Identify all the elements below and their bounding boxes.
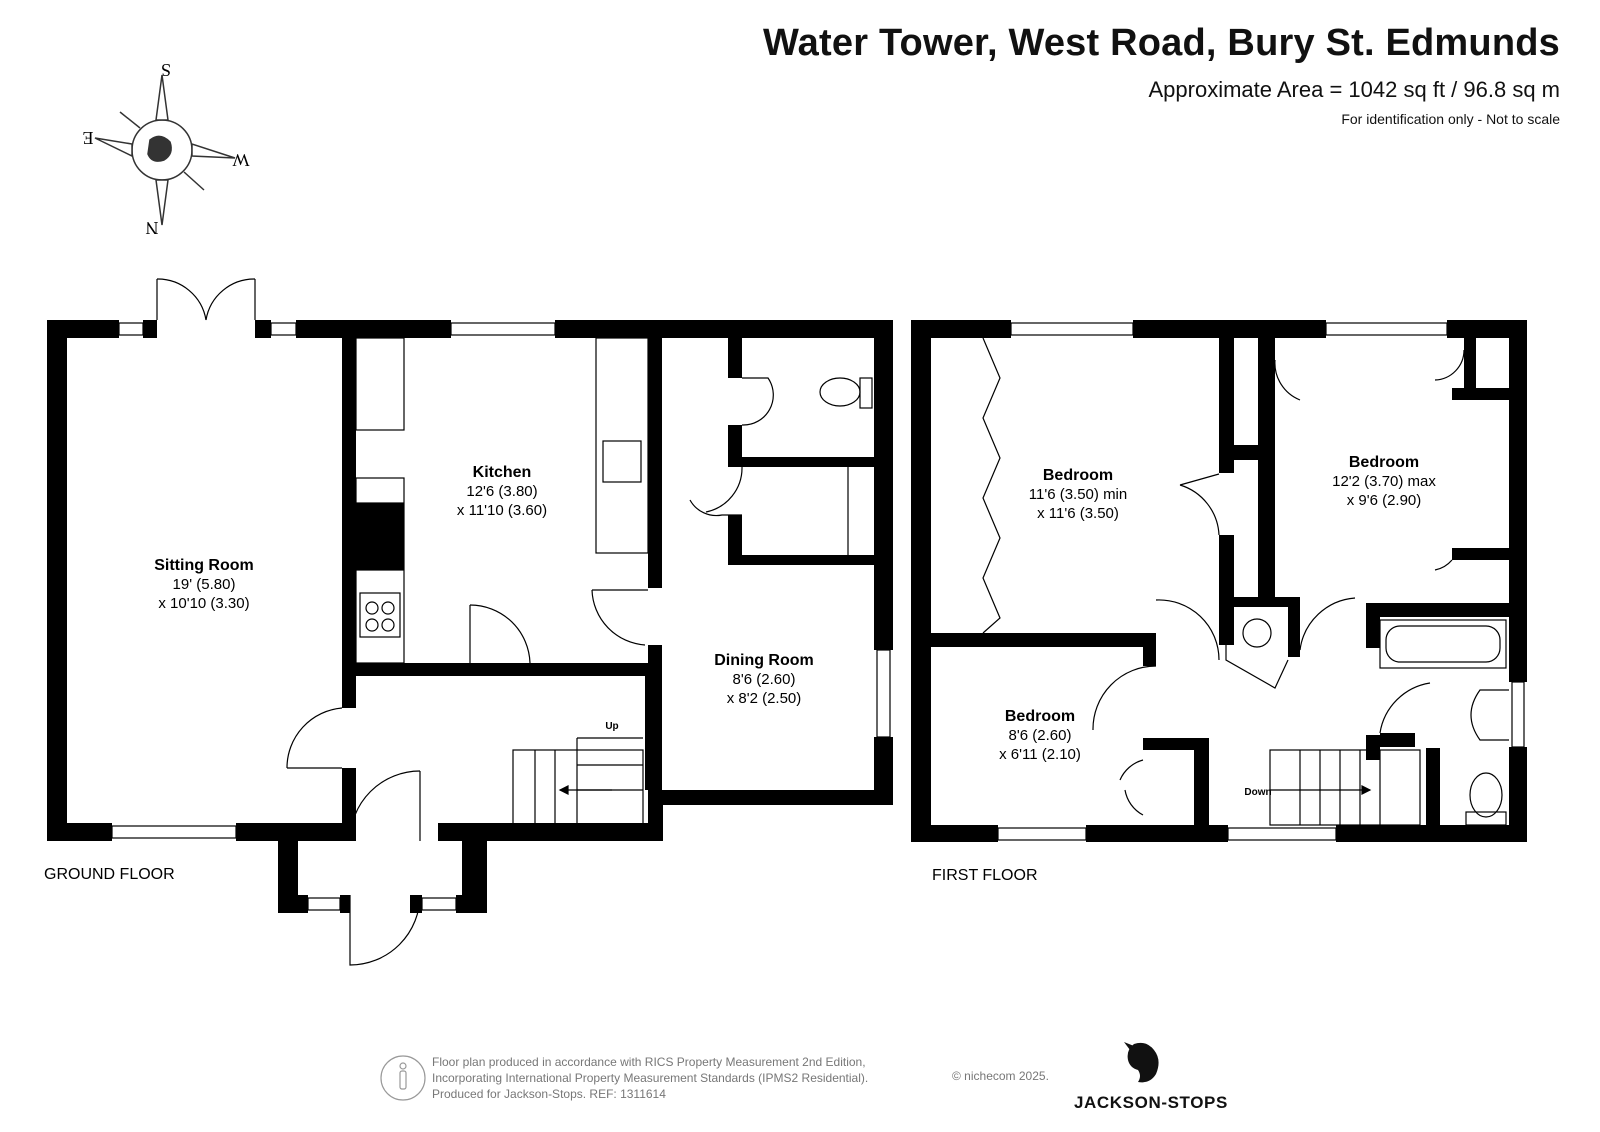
- ground-floor-label: GROUND FLOOR: [44, 866, 175, 883]
- ground-floor-fittings: [111, 278, 891, 966]
- footer-line-1: Floor plan produced in accordance with R…: [432, 1055, 866, 1069]
- footer-notice: Floor plan produced in accordance with R…: [432, 1054, 868, 1102]
- room-bedroom-3-dim2: x 6'11 (2.10): [999, 746, 1081, 763]
- plan-title: Water Tower, West Road, Bury St. Edmunds: [763, 22, 1560, 64]
- room-bedroom-2-dim2: x 9'6 (2.90): [1347, 492, 1422, 509]
- jackson-stops-brand: JACKSON-STOPS: [1074, 1093, 1228, 1112]
- identification-note: For identification only - Not to scale: [1341, 111, 1560, 127]
- room-kitchen-dim1: 12'6 (3.80): [466, 483, 537, 500]
- room-sitting-room-name: Sitting Room: [154, 557, 254, 574]
- room-bedroom-3-dim1: 8'6 (2.60): [1009, 727, 1072, 744]
- compass-east: E: [83, 128, 94, 148]
- room-bedroom-3-name: Bedroom: [1005, 708, 1075, 725]
- compass-south: S: [161, 60, 171, 80]
- stairs-down-label: Down: [1244, 787, 1271, 798]
- room-bedroom-2-dim1: 12'2 (3.70) max: [1332, 473, 1436, 490]
- room-bedroom-1-dim1: 11'6 (3.50) min: [1029, 486, 1127, 503]
- room-kitchen-dim2: x 11'10 (3.60): [457, 502, 547, 519]
- compass-rose-icon: [94, 74, 236, 226]
- first-floor-label: FIRST FLOOR: [932, 867, 1038, 884]
- stairs-up-label: Up: [605, 721, 618, 732]
- footer-line-3: Produced for Jackson-Stops. REF: 1311614: [432, 1087, 666, 1101]
- room-dining-room-dim1: 8'6 (2.60): [733, 671, 796, 688]
- first-floor-fittings: [982, 322, 1525, 841]
- footer-copyright: © nichecom 2025.: [952, 1069, 1049, 1083]
- compass-north: N: [146, 218, 159, 238]
- room-sitting-room-dim2: x 10'10 (3.30): [158, 595, 249, 612]
- room-bedroom-2-name: Bedroom: [1349, 454, 1419, 471]
- first-floor-walls: [911, 320, 1527, 842]
- room-dining-room-name: Dining Room: [714, 652, 814, 669]
- compass-west: W: [233, 150, 250, 170]
- room-bedroom-1-dim2: x 11'6 (3.50): [1037, 505, 1119, 522]
- footer-line-2: Incorporating International Property Mea…: [432, 1071, 869, 1085]
- approximate-area: Approximate Area = 1042 sq ft / 96.8 sq …: [1148, 77, 1560, 102]
- ground-floor-walls: [47, 320, 893, 913]
- rics-person-icon: [380, 1055, 426, 1101]
- room-kitchen-name: Kitchen: [473, 464, 532, 481]
- room-dining-room-dim2: x 8'2 (2.50): [727, 690, 802, 707]
- jackson-stops-logo-icon: [1124, 1042, 1159, 1083]
- room-sitting-room-dim1: 19' (5.80): [173, 576, 236, 593]
- room-bedroom-1-name: Bedroom: [1043, 467, 1113, 484]
